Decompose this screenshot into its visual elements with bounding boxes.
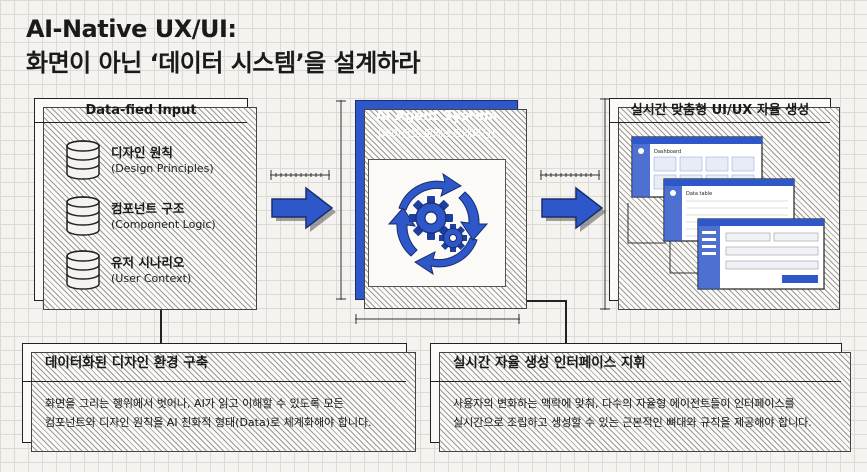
screen2-title: Data table: [686, 191, 712, 197]
data-fied-input-card: Data-fied Input 디자인 원칙 (Design Principle…: [34, 98, 257, 310]
bottom-right-heading: 실시간 자율 생성 인터페이스 지휘: [431, 344, 841, 382]
measure-ruler-right: [540, 170, 600, 180]
title-line-2: 화면이 아닌 ‘데이터 시스템’을 설계하라: [26, 49, 420, 77]
output-card-header: 실시간 맞춤형 UI/UX 자율 생성: [610, 99, 830, 123]
bottom-right-line-1: 사용자의 변화하는 맥락에 맞춰, 다수의 자율형 에이전트들이 인터페이스를: [453, 397, 795, 410]
bottom-left-line-2: 컴포넌트와 디자인 원칙을 AI 친화적 형태(Data)로 체계화해야 합니다…: [45, 416, 372, 429]
ui-screen-stack: Dashboard Data table: [627, 136, 825, 290]
gear-icon: [409, 196, 453, 240]
input-item-label: 유저 시나리오: [111, 254, 185, 270]
agent-subtitle: (에이전트 오케스트레이션): [377, 128, 496, 140]
connector-line: [565, 300, 567, 343]
ui-screen-icon: [697, 218, 825, 290]
input-item-label: 컴포넌트 구조: [111, 200, 185, 216]
title-line-1: AI-Native UX/UI:: [26, 15, 237, 43]
measure-line-horizontal: [355, 314, 520, 324]
database-icon: [66, 250, 100, 290]
database-icon: [66, 140, 100, 180]
connector-line: [520, 300, 567, 302]
input-item-sub: (User Context): [111, 271, 192, 285]
input-item-design-principles: 디자인 원칙 (Design Principles): [65, 139, 214, 181]
agent-diagram-panel: [368, 159, 506, 287]
input-item-sub: (Component Logic): [111, 217, 216, 231]
connector-line: [160, 305, 162, 343]
right-arrow-icon: [271, 186, 336, 232]
input-card-header: Data-fied Input: [35, 99, 247, 123]
gear-icon: [439, 224, 467, 252]
bottom-right-line-2: 실시간으로 조립하고 생성할 수 있는 근본적인 뼈대와 규칙을 제공해야 합니…: [453, 416, 812, 429]
database-icon: [66, 196, 100, 236]
data-design-environment-card: 데이터화된 디자인 환경 구축 화면을 그리는 행위에서 벗어나, AI가 읽고…: [22, 343, 416, 452]
input-item-label: 디자인 원칙: [111, 144, 173, 160]
right-arrow-icon: [541, 186, 606, 232]
bottom-left-heading: 데이터화된 디자인 환경 구축: [23, 344, 406, 382]
measure-line-vertical: [336, 100, 346, 300]
input-item-sub: (Design Principles): [111, 161, 214, 175]
input-item-user-context: 유저 시나리오 (User Context): [65, 249, 191, 291]
realtime-interface-card: 실시간 자율 생성 인터페이스 지휘 사용자의 변화하는 맥락에 맞춰, 다수의…: [430, 343, 851, 452]
realtime-ui-output-card: 실시간 맞춤형 UI/UX 자율 생성 Dashboard: [609, 98, 840, 310]
measure-line-vertical-right: [600, 98, 610, 310]
agent-title: AI Agent System: [375, 109, 498, 124]
bottom-left-line-1: 화면을 그리는 행위에서 벗어나, AI가 읽고 이해할 수 있도록 모든: [45, 397, 344, 410]
measure-ruler-left: [270, 170, 330, 180]
gear-cycle-icon: [387, 172, 489, 276]
ai-agent-system-card: AI Agent System (에이전트 오케스트레이션): [355, 100, 527, 309]
input-item-component-logic: 컴포넌트 구조 (Component Logic): [65, 195, 216, 237]
screen1-title: Dashboard: [654, 149, 681, 155]
page-title: AI-Native UX/UI: 화면이 아닌 ‘데이터 시스템’을 설계하라: [26, 12, 420, 80]
